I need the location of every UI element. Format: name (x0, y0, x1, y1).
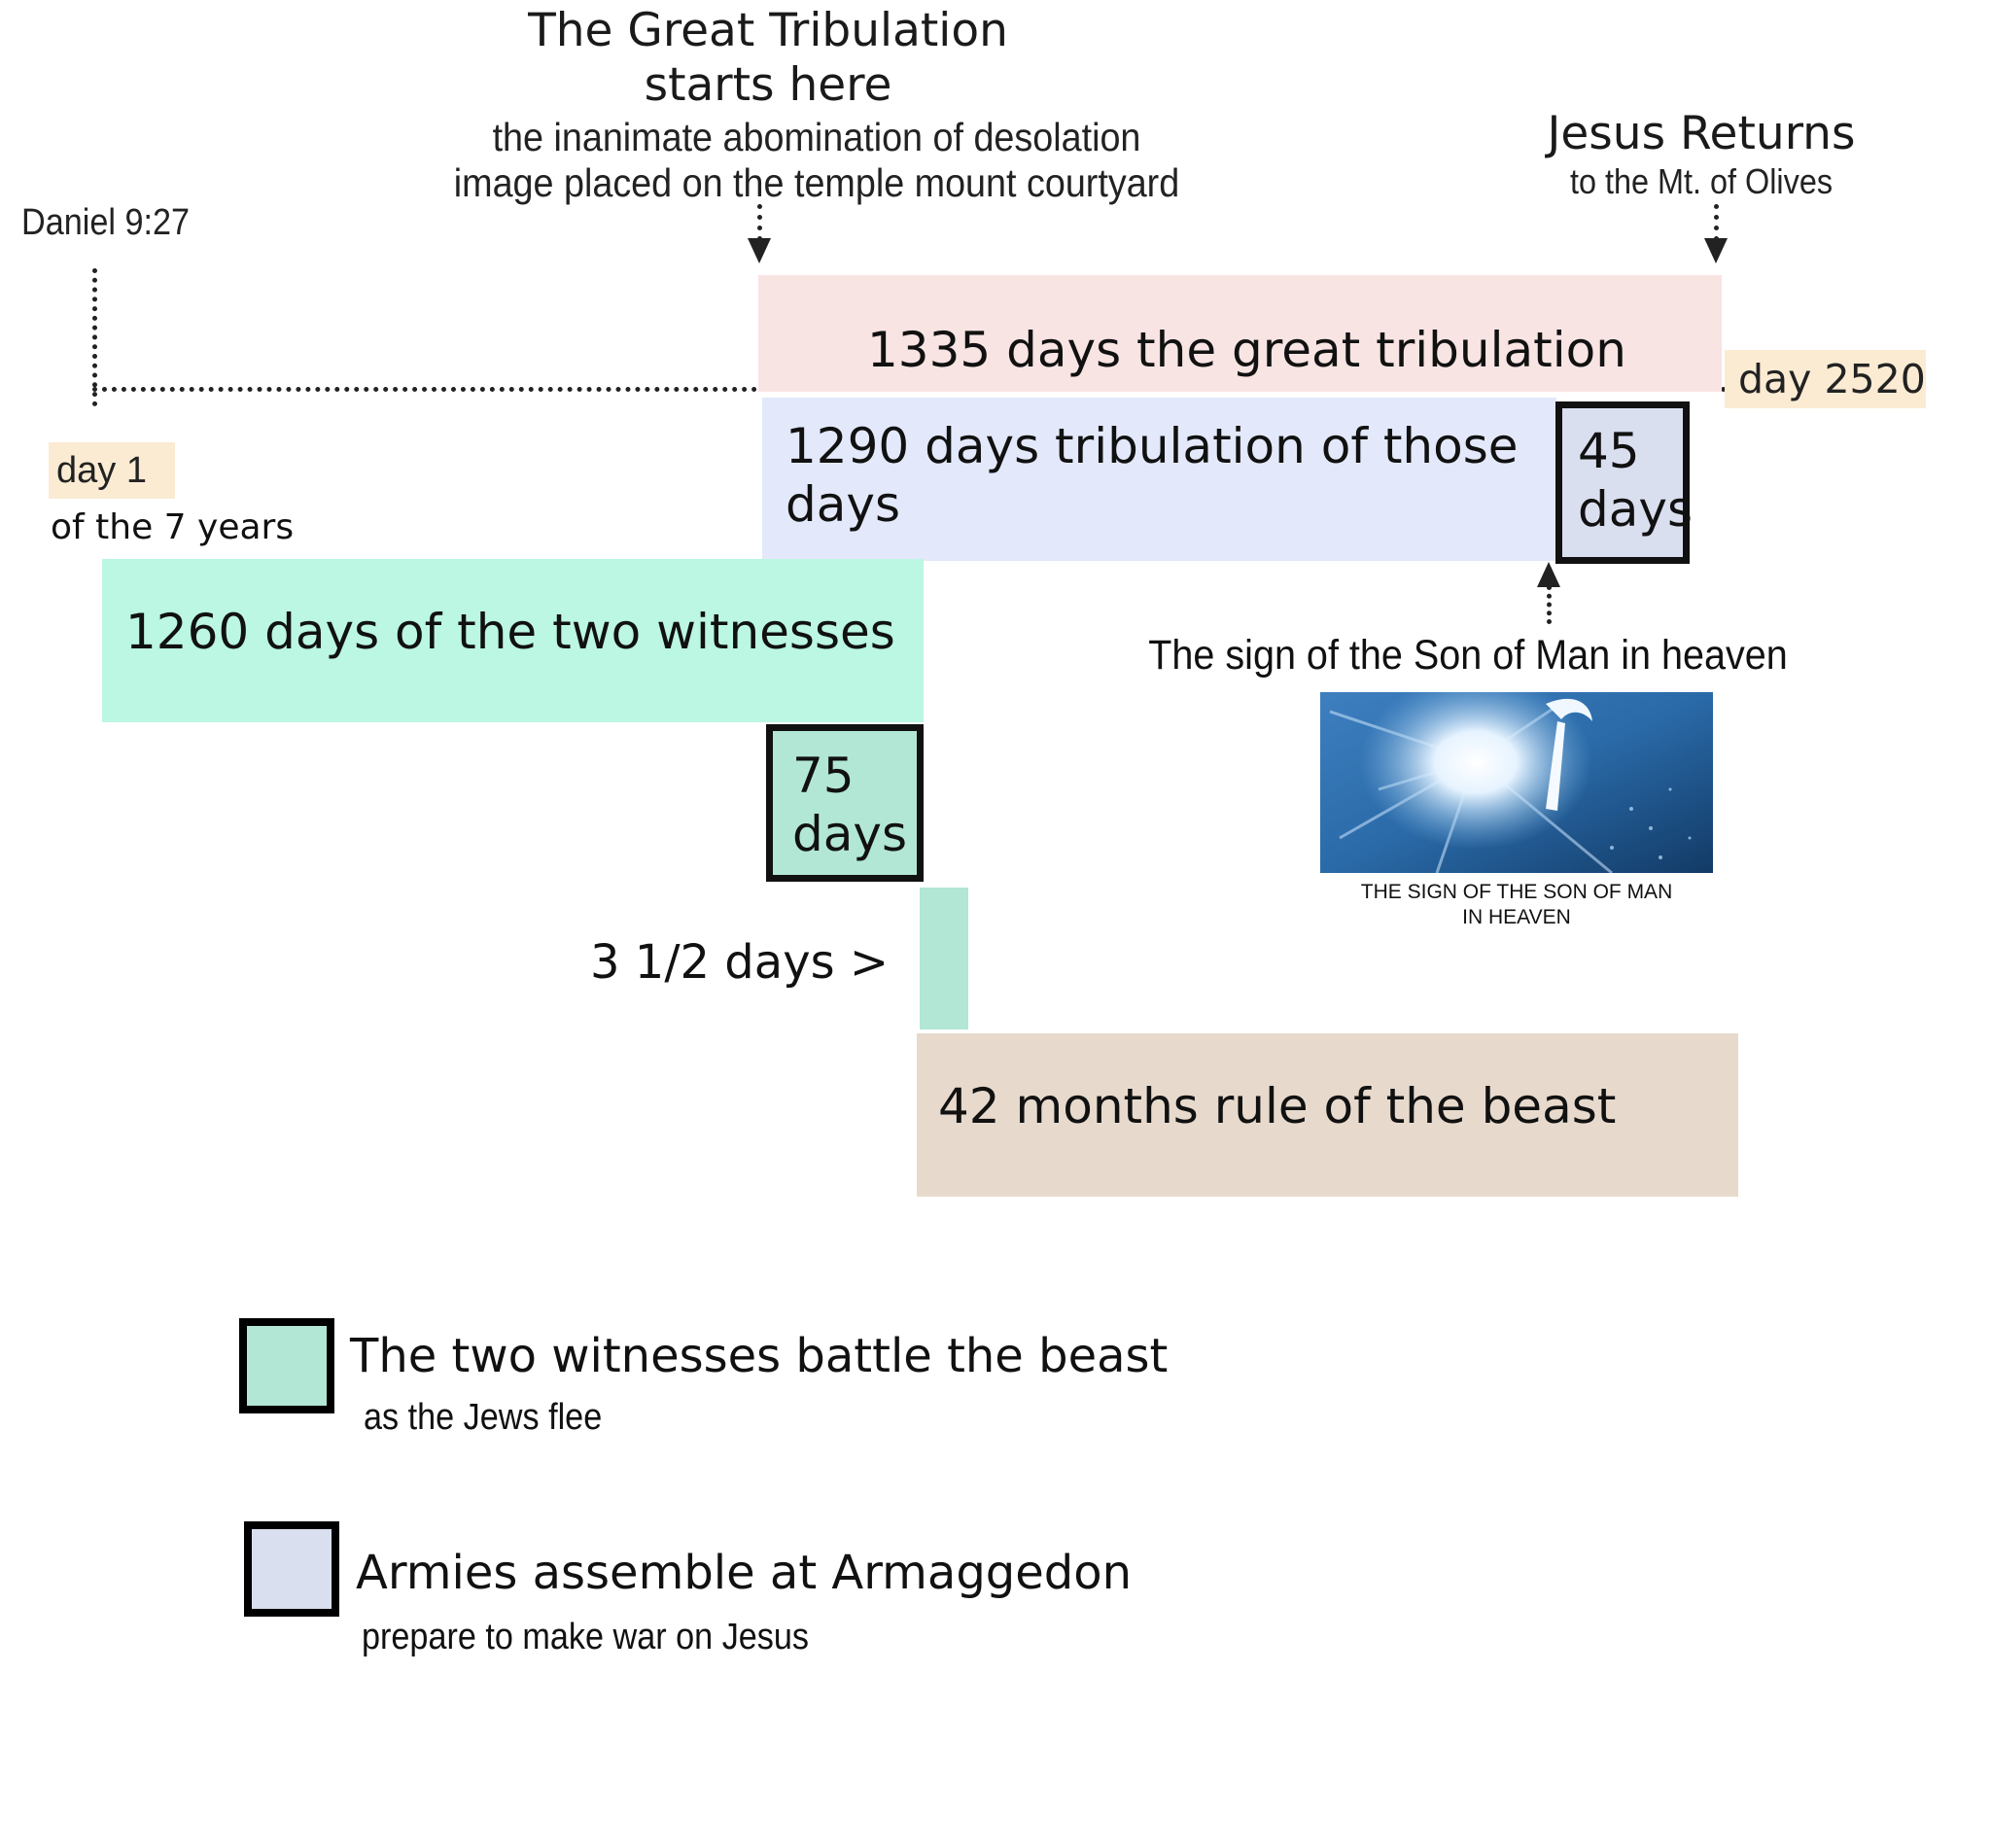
abomination-description: the inanimate abomination of desolation … (432, 115, 1201, 206)
day-2520-marker: day 2520 (1725, 350, 1926, 408)
sign-of-son-of-man-image (1320, 692, 1713, 873)
period-45-days: 45 days (1555, 401, 1694, 564)
daniel-reference: Daniel 9:27 (21, 202, 191, 243)
period-42-label: 42 months rule of the beast (938, 1078, 1617, 1134)
jesus-returns-title: Jesus Returns (1547, 107, 1856, 160)
abomination-line2: image placed on the temple mount courtya… (453, 160, 1180, 205)
jesus-returns-subtitle: to the Mt. of Olives (1569, 161, 1834, 201)
great-tribulation-arrow-icon (748, 238, 771, 263)
period-1290-label: 1290 days tribulation of those days (786, 418, 1519, 533)
seven-years-label: of the 7 years (51, 507, 295, 547)
great-tribulation-title-line1: The Great Tribulation (528, 4, 1008, 57)
sign-pointer-line (1547, 585, 1552, 624)
legend-witnesses-subtitle: as the Jews flee (364, 1397, 603, 1438)
three-and-half-days-label: 3 1/2 days > (590, 935, 890, 990)
start-dotted-line (92, 268, 97, 406)
sign-caption-line2: IN HEAVEN (1462, 906, 1571, 928)
jesus-returns-arrow-icon (1704, 238, 1728, 263)
day-1-marker: day 1 (49, 442, 175, 499)
sign-caption-line1: THE SIGN OF THE SON OF MAN (1360, 881, 1673, 903)
legend-armies-subtitle: prepare to make war on Jesus (362, 1617, 810, 1657)
great-tribulation-title: The Great Tribulation starts here (515, 4, 1021, 113)
sign-caption: THE SIGN OF THE SON OF MAN IN HEAVEN (1314, 880, 1719, 930)
sign-arrow-icon (1537, 562, 1560, 587)
period-75-days: 75 days (766, 724, 924, 882)
period-42-months: 42 months rule of the beast (917, 1033, 1738, 1197)
legend-swatch-witnesses (239, 1318, 334, 1413)
legend-armies-title: Armies assemble at Armaggedon (356, 1546, 1133, 1600)
abomination-line1: the inanimate abomination of desolation (492, 115, 1141, 159)
three-and-half-days-bar (920, 888, 968, 1029)
period-1260-days: 1260 days of the two witnesses (102, 559, 924, 722)
sign-label: The sign of the Son of Man in heaven (1148, 632, 1788, 679)
period-1290-days: 1290 days tribulation of those days (762, 398, 1556, 561)
great-tribulation-title-line2: starts here (644, 58, 892, 112)
period-75-label: 75 days (792, 748, 908, 862)
period-1335-label: 1335 days the great tribulation (867, 322, 1626, 378)
period-1260-label: 1260 days of the two witnesses (125, 604, 895, 660)
legend-witnesses-title: The two witnesses battle the beast (350, 1329, 1169, 1383)
great-tribulation-pointer-line (757, 204, 762, 241)
period-1335-days: 1335 days the great tribulation (758, 275, 1722, 392)
period-45-label: 45 days (1578, 423, 1694, 538)
legend-swatch-armies (244, 1521, 339, 1617)
jesus-returns-pointer-line (1714, 204, 1719, 241)
